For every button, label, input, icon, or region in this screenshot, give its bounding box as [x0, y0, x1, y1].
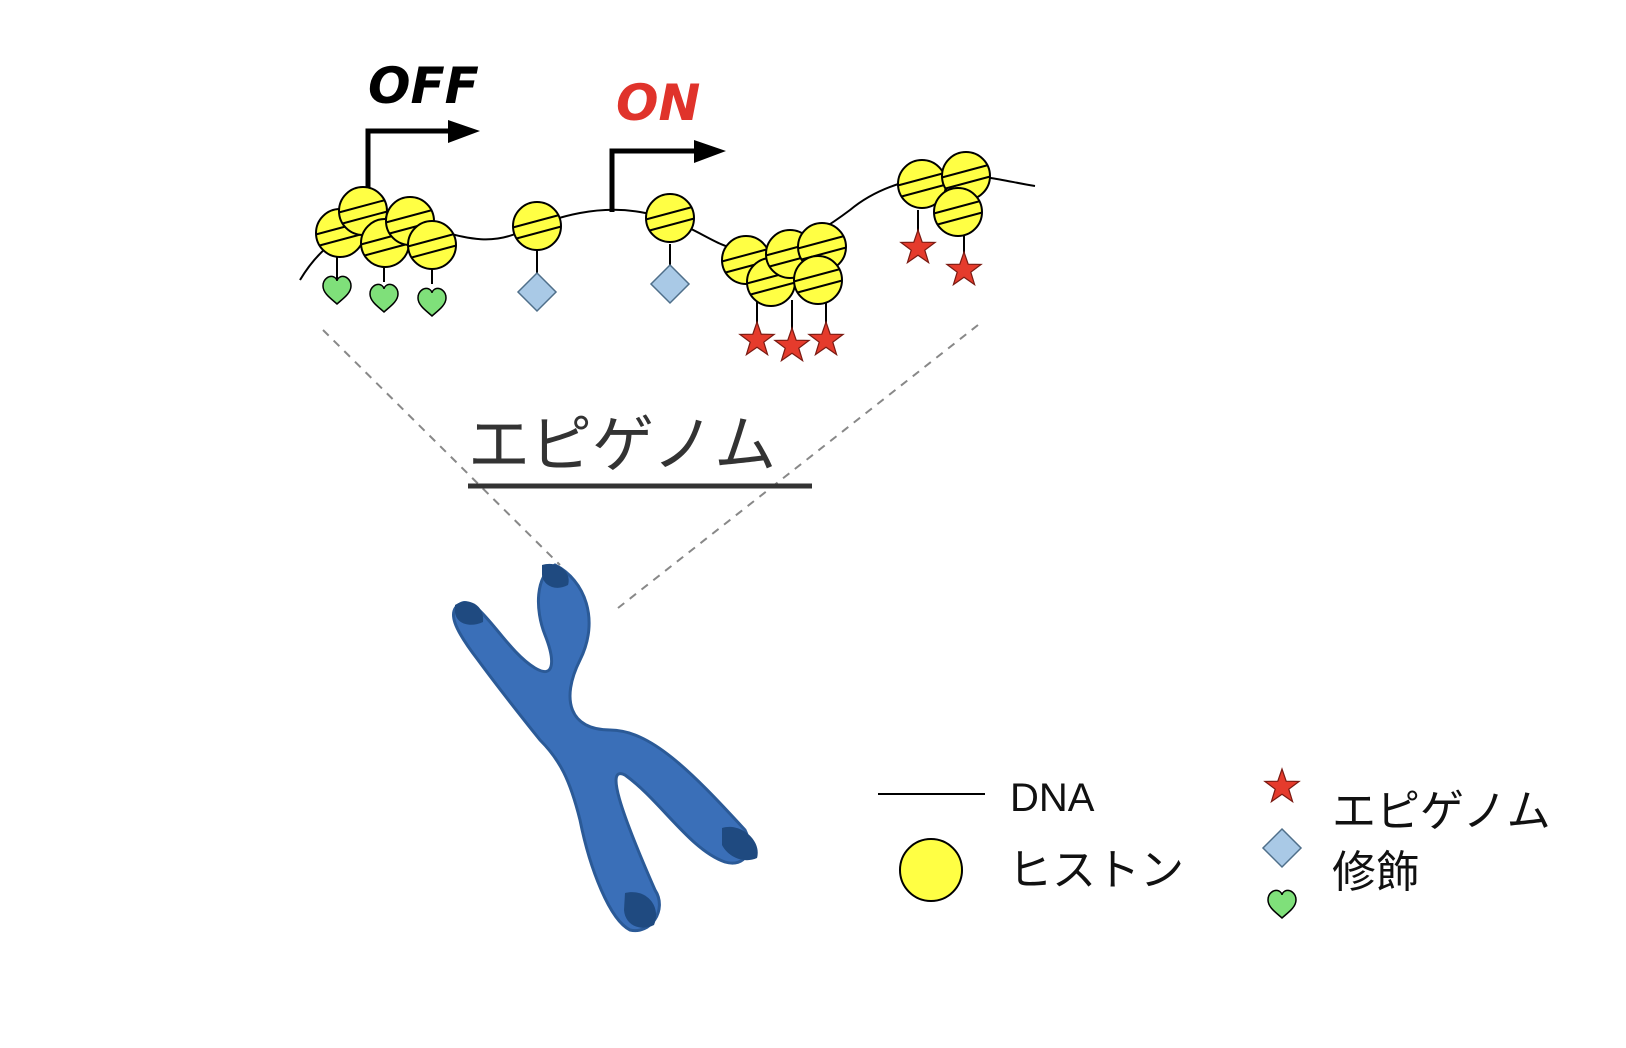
star-icon	[774, 327, 810, 362]
histone-circle	[932, 188, 984, 236]
on-arrow-icon	[609, 140, 726, 212]
star-icon	[808, 321, 844, 356]
legend-dna-label: DNA	[1010, 776, 1095, 820]
histone-circle	[792, 256, 844, 304]
heart-icon	[322, 275, 352, 305]
legend-histone-label: ヒストン	[1008, 845, 1184, 896]
histone-circle	[406, 221, 458, 269]
off-arrow-icon	[365, 120, 480, 205]
legend-diamond-icon	[1262, 828, 1302, 868]
legend: DNA ヒストン エピゲノム 修飾	[878, 768, 1551, 919]
legend-modification-label-1: エピゲノム	[1332, 786, 1551, 837]
histone-circle	[511, 202, 563, 250]
heart-icon	[417, 287, 447, 317]
on-label: ON	[616, 74, 700, 132]
star-icon	[900, 229, 936, 264]
diagram-title: エピゲノム	[468, 408, 776, 481]
diamond-icon	[650, 264, 690, 304]
star-icon	[739, 321, 775, 356]
legend-heart-icon	[1267, 889, 1297, 919]
chromosome	[451, 563, 758, 933]
legend-histone-icon	[899, 838, 963, 902]
star-icon	[946, 251, 982, 286]
diamond-icon	[517, 272, 557, 312]
histone-circle	[644, 194, 696, 242]
legend-modification-label-2: 修飾	[1332, 847, 1420, 898]
off-label: OFF	[368, 57, 479, 115]
zoom-lines	[322, 324, 979, 609]
heart-icon	[369, 283, 399, 313]
legend-star-icon	[1264, 768, 1300, 803]
